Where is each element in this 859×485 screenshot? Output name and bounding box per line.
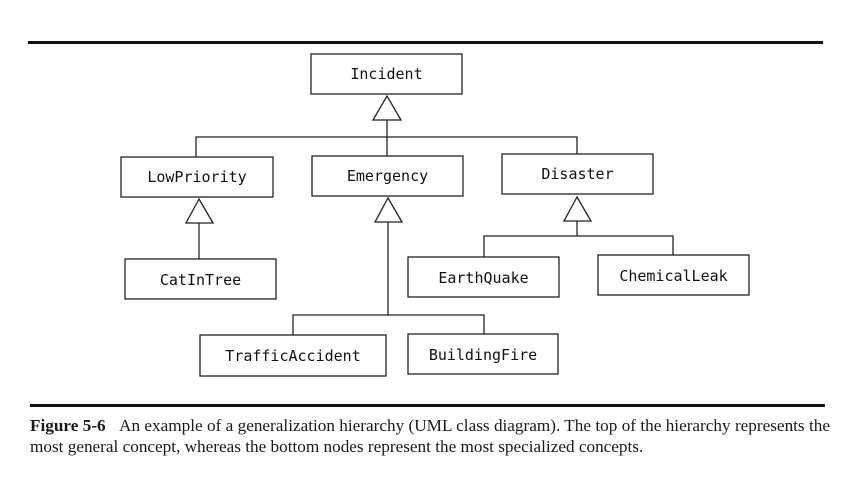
class-catintree: CatInTree: [124, 258, 277, 300]
figure-caption-text: An example of a generalization hierarchy…: [30, 416, 830, 456]
figure-caption: Figure 5-6 An example of a generalizatio…: [30, 415, 830, 457]
generalization-arrow-disaster: [562, 195, 593, 222]
class-name: BuildingFire: [429, 346, 537, 364]
connector-emergency-bar: [292, 314, 485, 335]
class-buildingfire: BuildingFire: [407, 333, 559, 375]
class-name: LowPriority: [147, 168, 246, 186]
class-name: Emergency: [347, 167, 428, 185]
class-trafficaccident: TrafficAccident: [199, 334, 387, 377]
class-name: Disaster: [541, 165, 613, 183]
class-name: CatInTree: [160, 271, 241, 289]
top-rule: [28, 41, 823, 44]
class-name: ChemicalLeak: [619, 267, 727, 285]
generalization-arrow-incident: [371, 94, 403, 121]
class-name: EarthQuake: [438, 269, 528, 287]
connector-disaster-bar: [483, 235, 674, 257]
class-lowpriority: LowPriority: [120, 156, 274, 198]
class-emergency: Emergency: [311, 155, 464, 197]
uml-class-diagram: Incident LowPriority Emergency Disaster …: [120, 53, 750, 377]
generalization-arrow-lowpriority: [184, 197, 215, 224]
bottom-rule: [30, 404, 825, 407]
class-name: Incident: [350, 65, 422, 83]
class-chemicalleak: ChemicalLeak: [597, 254, 750, 296]
class-earthquake: EarthQuake: [407, 256, 560, 298]
generalization-arrow-emergency: [373, 196, 404, 223]
connector-incident-bar: [195, 136, 578, 157]
figure-label: Figure 5-6: [30, 416, 106, 435]
class-disaster: Disaster: [501, 153, 654, 195]
class-incident: Incident: [310, 53, 463, 95]
class-name: TrafficAccident: [225, 347, 360, 365]
